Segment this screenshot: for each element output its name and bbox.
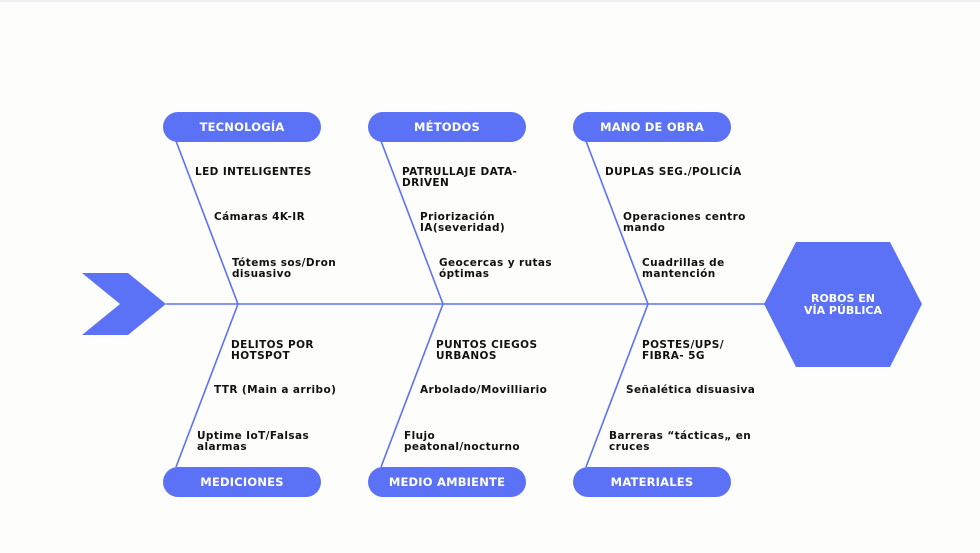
top-divider <box>0 0 980 2</box>
cause-mano-de-obra-1: DUPLAS SEG./POLICÍA <box>605 166 742 178</box>
cause-materiales-1: POSTES/UPS/ FIBRA- 5G <box>642 339 724 362</box>
category-tecnologia: TECNOLOGÍA <box>163 112 321 142</box>
bone-mediciones <box>175 303 239 468</box>
bone-tecnologia <box>175 140 239 305</box>
category-materiales: MATERIALES <box>573 467 731 497</box>
category-mediciones: MEDICIONES <box>163 467 321 497</box>
cause-medio-ambiente-1: PUNTOS CIEGOS URBANOS <box>436 339 538 362</box>
bone-metodos <box>380 140 444 305</box>
cause-medio-ambiente-2: Arbolado/Movilliario <box>420 384 548 396</box>
cause-metodos-3: Geocercas y rutas óptimas <box>439 257 552 280</box>
effect-label: ROBOS EN VÍA PÚBLICA <box>764 242 922 368</box>
cause-metodos-1: PATRULLAJE DATA-DRIVEN <box>402 166 518 189</box>
cause-tecnologia-2: Cámaras 4K-IR <box>214 211 306 223</box>
bone-mano-de-obra <box>585 140 649 305</box>
effect-label-line1: ROBOS EN <box>810 292 875 305</box>
category-metodos: MÉTODOS <box>368 112 526 142</box>
cause-mediciones-2: TTR (Main a arribo) <box>214 384 337 396</box>
cause-mano-de-obra-2: Operaciones centro mando <box>623 211 746 234</box>
category-medio-ambiente: MEDIO AMBIENTE <box>368 467 526 497</box>
bone-materiales <box>585 303 649 468</box>
bone-medio-ambiente <box>380 303 444 468</box>
tail-chevron-arrow-icon <box>82 273 166 335</box>
cause-tecnologia-1: LED INTELIGENTES <box>195 166 312 178</box>
cause-mediciones-1: DELITOS POR HOTSPOT <box>231 339 314 362</box>
cause-mediciones-3: Uptime IoT/Falsas alarmas <box>197 430 310 453</box>
cause-tecnologia-3: Tótems sos/Dron disuasivo <box>232 257 337 280</box>
category-mano-de-obra: MANO DE OBRA <box>573 112 731 142</box>
cause-mano-de-obra-3: Cuadrillas de mantención <box>642 257 725 280</box>
cause-medio-ambiente-3: Flujo peatonal/nocturno <box>404 430 521 453</box>
cause-materiales-3: Barreras “tácticas„ en cruces <box>609 430 752 453</box>
cause-materiales-2: Señalética disuasiva <box>626 384 756 396</box>
effect-label-line2: VÍA PÚBLICA <box>803 304 882 317</box>
cause-metodos-2: Priorización IA(severidad) <box>420 211 506 234</box>
effect-hexagon-shape <box>764 242 922 367</box>
